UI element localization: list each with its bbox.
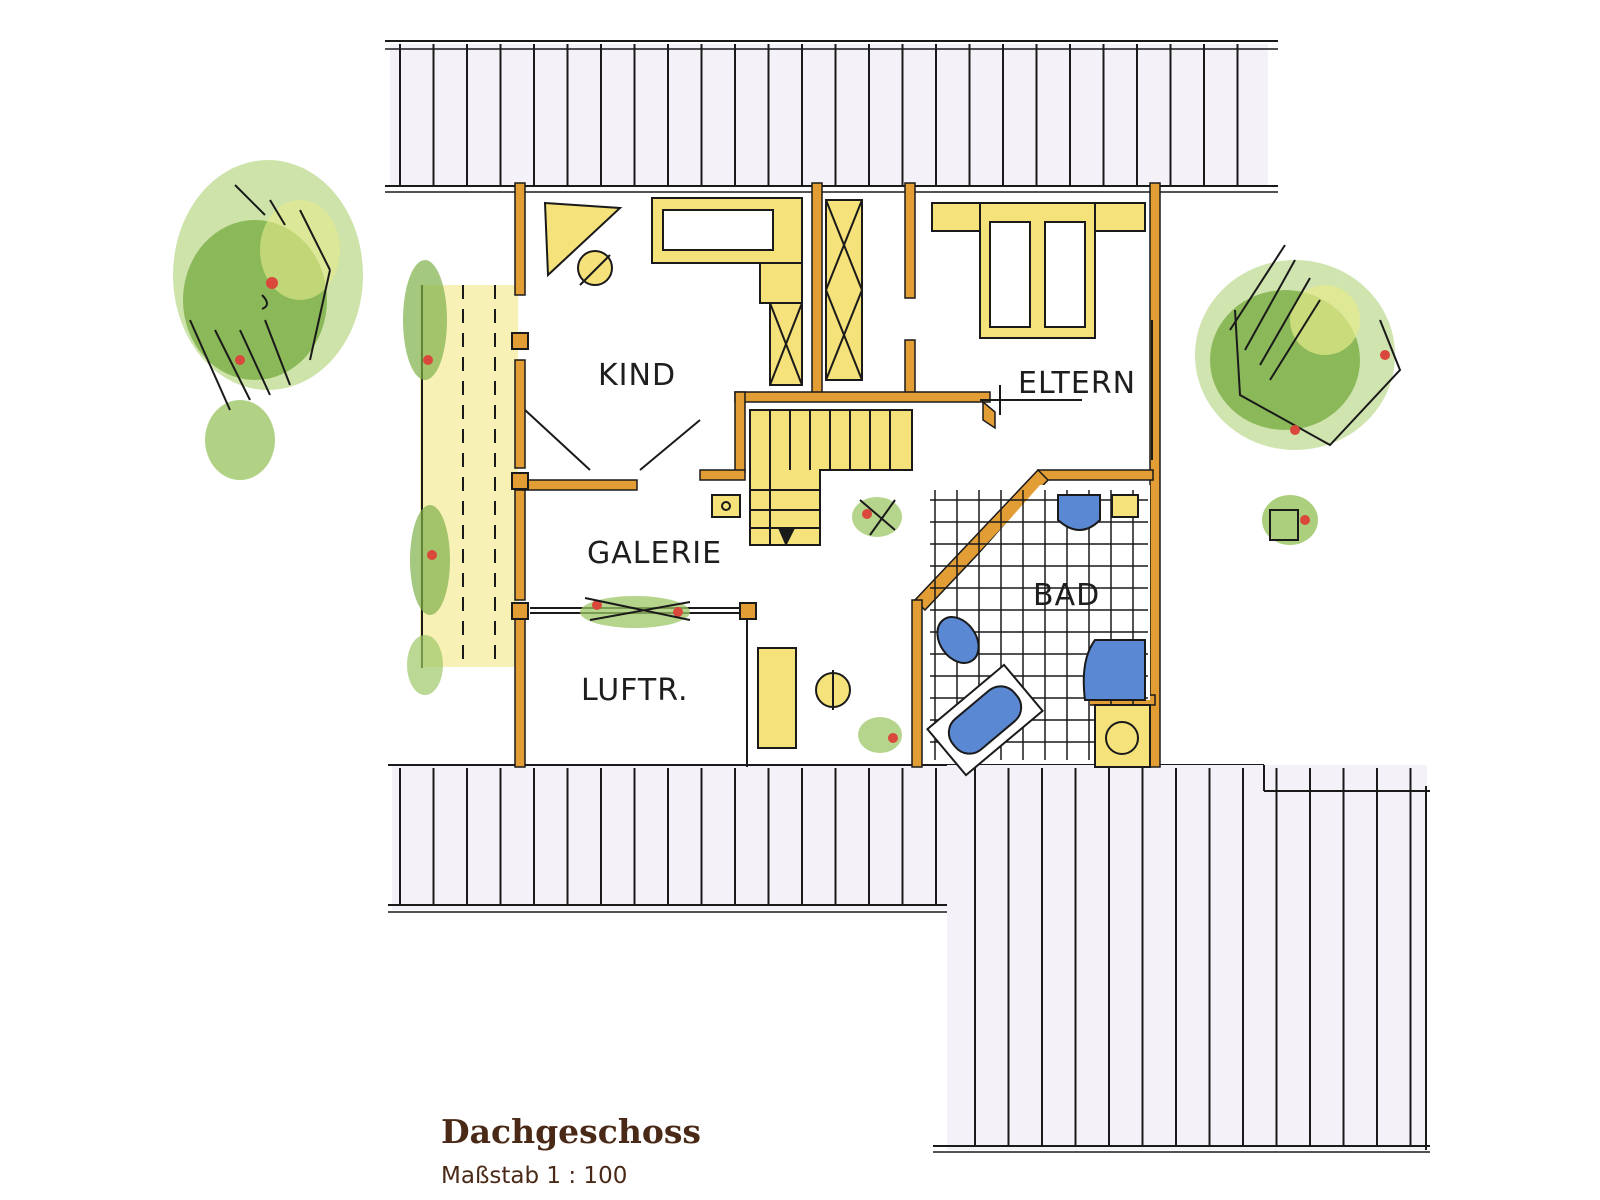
tree-icon	[1195, 244, 1402, 545]
drawing-title: Dachgeschoss	[441, 1112, 701, 1151]
plant-icon	[852, 497, 902, 537]
plant-icon	[580, 596, 691, 628]
roof-bottom-left	[388, 764, 1264, 913]
stair-arrow-icon	[778, 529, 795, 547]
tree-icon	[173, 160, 363, 480]
roof-top	[385, 40, 1278, 193]
room-label-eltern: ELTERN	[1018, 366, 1136, 401]
luftraum-furniture	[757, 647, 851, 749]
bathroom	[925, 485, 1151, 777]
room-label-luftr: LUFTR.	[581, 673, 689, 708]
plant-icon	[858, 717, 902, 753]
kind-furniture	[524, 197, 863, 471]
eltern-furniture	[931, 202, 1146, 415]
scale-label: Maßstab 1 : 100	[441, 1163, 628, 1189]
posts	[511, 332, 757, 620]
room-label-galerie: GALERIE	[587, 536, 722, 571]
room-label-kind: KIND	[598, 358, 676, 393]
balcony	[403, 260, 518, 695]
room-label-bad: BAD	[1033, 578, 1100, 613]
staircase	[711, 409, 913, 547]
roof-bottom-right	[933, 765, 1430, 1153]
